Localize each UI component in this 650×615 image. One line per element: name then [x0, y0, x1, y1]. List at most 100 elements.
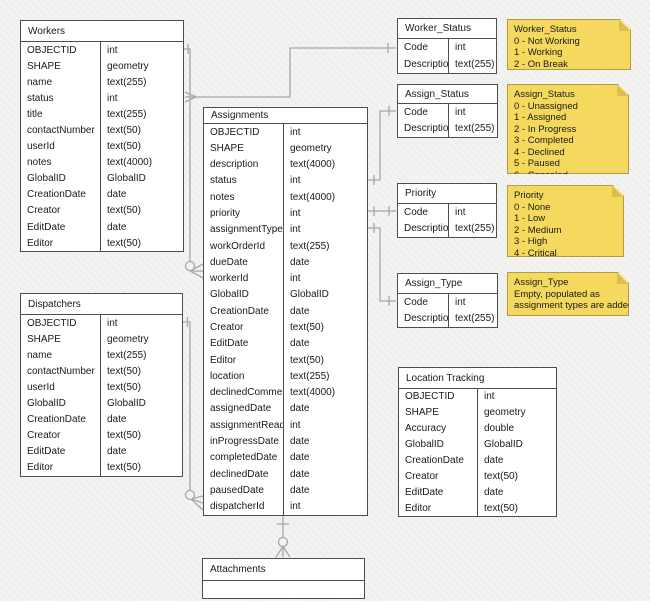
note-line: 1 - Low [514, 213, 546, 224]
field-name: EditDate [21, 443, 101, 460]
entity-title: Assignments [204, 108, 367, 124]
field-name: GlobalID [399, 436, 478, 453]
entity-priority[interactable]: PriorityCodeintDescriptiontext(255) [397, 183, 497, 238]
field-name: OBJECTID [21, 42, 101, 59]
field-type: text(255) [107, 108, 147, 120]
field-type: text(50) [107, 365, 141, 377]
field-name: name [21, 74, 101, 91]
field-type: text(50) [290, 354, 324, 366]
field-type: text(255) [455, 223, 495, 235]
entity-assign_type[interactable]: Assign_TypeCodeintDescriptiontext(255) [397, 273, 498, 328]
field-type: text(4000) [290, 191, 336, 203]
field-name: description [204, 156, 284, 173]
entity-worker_status[interactable]: Worker_StatusCodeintDescriptiontext(255) [397, 18, 497, 74]
entity-field-row: name text(255) [21, 347, 182, 364]
entity-assign_status[interactable]: Assign_StatusCodeintDescriptiontext(255) [397, 84, 498, 138]
field-name: dispatcherId [204, 498, 284, 515]
note-line: 3 - Completed [514, 135, 574, 146]
field-name: Creator [204, 319, 284, 336]
field-name: Accuracy [399, 420, 478, 437]
field-type: int [107, 44, 118, 56]
field-name: Description [398, 220, 449, 237]
field-name: Description [398, 120, 449, 137]
field-name: notes [21, 154, 101, 171]
note-line: Empty, populated as [514, 288, 600, 300]
entity-field-row: notes text(4000) [21, 154, 183, 171]
field-name: inProgressDate [204, 433, 284, 450]
field-type: text(255) [455, 123, 495, 135]
field-type: text(255) [290, 370, 330, 382]
connector-dispatchers-assignments[interactable] [183, 317, 204, 511]
note-title: Assign_Status [514, 89, 575, 100]
field-type: text(4000) [107, 157, 153, 169]
field-type: int [290, 175, 301, 187]
connector-assignments-assign_status[interactable] [368, 106, 396, 185]
connector-workers-assignments[interactable] [184, 44, 204, 279]
field-type: text(255) [107, 349, 147, 361]
connector-assignments-priority[interactable] [368, 206, 396, 216]
field-type: date [290, 435, 310, 447]
note-line: assignment types are added [514, 300, 634, 311]
note-title: Assign_Type [514, 277, 569, 288]
entity-title: Assign_Type [398, 274, 497, 294]
field-type: geometry [290, 142, 332, 154]
field-name: declinedDate [204, 465, 284, 483]
field-name: priority [204, 205, 284, 222]
field-type: date [290, 452, 310, 464]
entity-field-row: Descriptiontext(255) [398, 56, 496, 73]
field-name: GlobalID [21, 170, 101, 187]
field-name: contactNumber [21, 363, 101, 380]
note-line: 1 - Assigned [514, 112, 567, 123]
note-line: 3 - High [514, 236, 548, 247]
connector-assignments-assign_type[interactable] [368, 223, 396, 306]
field-name: Creator [21, 202, 101, 220]
field-type: date [107, 414, 127, 426]
entity-title: Worker_Status [398, 19, 496, 39]
field-name: Code [398, 39, 449, 56]
connector-workers-worker_status[interactable] [184, 43, 396, 103]
note-title: Worker_Status [514, 24, 577, 35]
field-name: status [204, 172, 284, 190]
note-line: 5 - Paused [514, 158, 560, 169]
field-type: int [455, 296, 466, 308]
entity-attachments[interactable]: Attachments [202, 558, 365, 599]
entity-field-row: OBJECTID int [21, 42, 183, 59]
entity-title: Workers [21, 21, 183, 42]
field-name: Editor [21, 459, 101, 476]
note-line: 6 - Canceled [514, 169, 568, 181]
field-type: text(50) [107, 237, 141, 249]
field-name: Code [398, 294, 449, 311]
note-line: 4 - Declined [514, 146, 565, 158]
connector-assignments-attachments[interactable] [275, 514, 291, 558]
entity-field-row: status int [204, 172, 367, 190]
field-name: CreationDate [399, 452, 478, 469]
field-name: name [21, 347, 101, 364]
field-type: text(50) [107, 125, 141, 137]
field-type: int [290, 126, 301, 138]
